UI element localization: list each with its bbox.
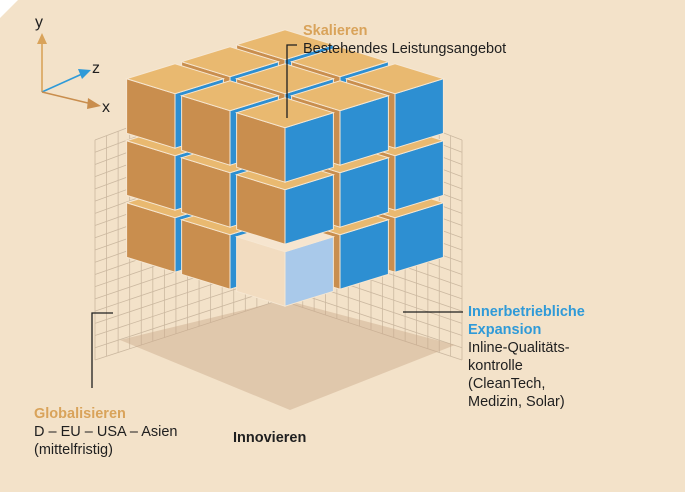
axis-label-z: z — [92, 60, 100, 77]
label-skalieren: Skalieren Bestehendes Leistungsangebot — [303, 22, 506, 58]
cube — [234, 97, 336, 183]
cube-face-top — [289, 80, 391, 112]
grid-line — [94, 299, 281, 361]
innerbetrieblich-line-1: Inline-Qualitäts- — [468, 340, 570, 356]
skalieren-title: Skalieren — [303, 23, 368, 39]
innovieren-title: Innovieren — [233, 430, 307, 446]
axis-arrows — [37, 33, 101, 109]
z-axis-line — [41, 73, 83, 93]
leader-lines — [91, 44, 463, 388]
innerbetrieblich-line-3: (CleanTech, — [468, 376, 546, 392]
innerbetrieblich-line-4: Medizin, Solar) — [468, 394, 565, 410]
skalieren-text: Bestehendes Leistungsangebot — [303, 41, 507, 57]
innerbetrieblich-title-2: Expansion — [468, 322, 542, 338]
cube-shadow — [120, 300, 455, 410]
grid-line — [94, 286, 281, 349]
label-innovieren: Innovieren — [233, 429, 306, 447]
label-innerbetriebliche-expansion: Innerbetriebliche Expansion Inline-Quali… — [468, 303, 585, 411]
cube-face-top — [289, 46, 391, 78]
axis-label-x: x — [102, 99, 110, 116]
cube-face-top — [344, 63, 446, 95]
globalisieren-line-1: D – EU – USA – Asien — [34, 424, 178, 440]
x-axis-arrowhead — [87, 98, 101, 109]
cube-face-top — [234, 29, 336, 61]
leader-globalisieren — [91, 312, 113, 388]
floor-shadow — [120, 300, 455, 410]
cube-face-top — [179, 46, 281, 78]
cube-stack — [124, 29, 446, 307]
innerbetrieblich-line-2: kontrolle — [468, 358, 523, 374]
y-axis-arrowhead — [37, 33, 47, 44]
cube-face-top — [234, 63, 336, 95]
cube-face-top — [234, 97, 336, 129]
grid-line — [279, 299, 463, 361]
cube-face-top — [124, 63, 226, 95]
cube-face-top — [179, 80, 281, 112]
globalisieren-line-2: (mittelfristig) — [34, 442, 113, 458]
innerbetrieblich-title-1: Innerbetriebliche — [468, 304, 585, 320]
leader-skalieren — [286, 44, 297, 118]
globalisieren-title: Globalisieren — [34, 406, 126, 422]
label-globalisieren: Globalisieren D – EU – USA – Asien (mitt… — [34, 405, 177, 459]
axis-label-y: y — [35, 14, 43, 31]
x-axis-line — [41, 91, 93, 105]
z-axis-arrowhead — [78, 69, 91, 79]
